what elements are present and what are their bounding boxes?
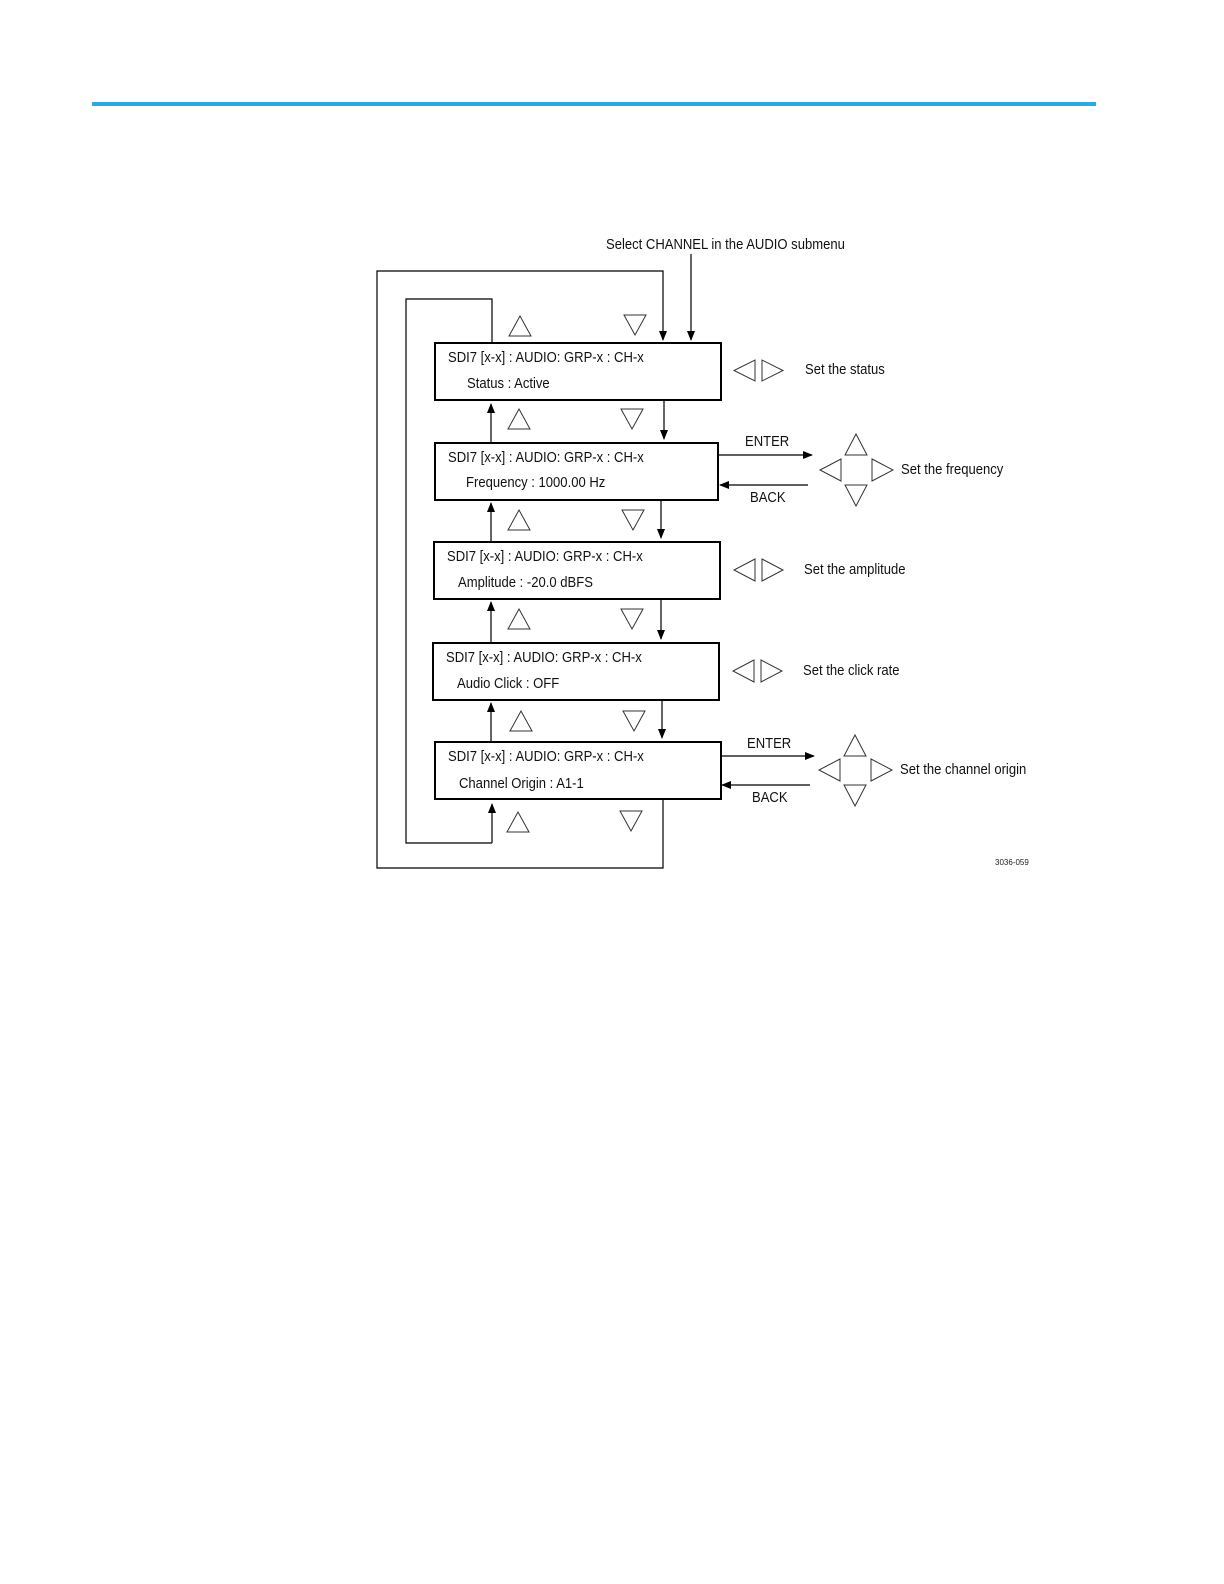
back-label: BACK <box>752 790 788 806</box>
entry-label: Select CHANNEL in the AUDIO submenu <box>606 237 845 253</box>
up-triangle-icon <box>508 314 532 337</box>
outer-loop <box>376 270 667 869</box>
action-label-status: Set the status <box>805 362 885 378</box>
left-triangle-icon <box>731 659 755 683</box>
left-triangle-icon <box>732 359 756 382</box>
down-triangle-icon <box>623 314 647 337</box>
enter-label: ENTER <box>747 736 792 752</box>
back-label: BACK <box>750 490 786 506</box>
down-triangle-icon <box>620 408 644 431</box>
left-triangle-icon <box>817 758 841 782</box>
up-triangle-icon <box>844 432 868 456</box>
up-triangle-icon <box>507 508 531 531</box>
down-triangle-icon <box>621 509 645 532</box>
up-triangle-icon <box>507 607 531 630</box>
right-triangle-icon <box>870 758 894 782</box>
down-triangle-icon <box>619 810 643 833</box>
down-triangle-icon <box>844 484 868 508</box>
right-triangle-icon <box>760 659 784 683</box>
up-triangle-icon <box>507 407 531 430</box>
left-triangle-icon <box>732 558 756 582</box>
action-label-channel-origin: Set the channel origin <box>900 762 1027 778</box>
left-triangle-icon <box>818 458 842 482</box>
action-label-click-rate: Set the click rate <box>803 663 900 679</box>
menu-title: SDI7 [x-x] : AUDIO: GRP-x : CH-x <box>448 350 644 366</box>
menu-box-audio-click: SDI7 [x-x] : AUDIO: GRP-x : CH-x Audio C… <box>432 642 720 701</box>
menu-setting: Frequency : 1000.00 Hz <box>466 475 606 491</box>
menu-title: SDI7 [x-x] : AUDIO: GRP-x : CH-x <box>448 749 644 765</box>
enter-label: ENTER <box>745 434 790 450</box>
menu-title: SDI7 [x-x] : AUDIO: GRP-x : CH-x <box>447 549 643 565</box>
action-label-frequency: Set the frequency <box>901 462 1004 478</box>
header-rule <box>92 102 1096 106</box>
menu-title: SDI7 [x-x] : AUDIO: GRP-x : CH-x <box>446 650 642 666</box>
up-triangle-icon <box>843 733 867 757</box>
down-triangle-icon <box>622 710 646 733</box>
menu-setting: Status : Active <box>467 376 550 392</box>
menu-box-amplitude: SDI7 [x-x] : AUDIO: GRP-x : CH-x Amplitu… <box>433 541 721 600</box>
up-triangle-icon <box>509 709 533 732</box>
menu-setting: Channel Origin : A1-1 <box>459 776 584 792</box>
right-triangle-icon <box>761 359 785 382</box>
menu-box-frequency: SDI7 [x-x] : AUDIO: GRP-x : CH-x Frequen… <box>434 442 719 501</box>
down-triangle-icon <box>620 608 644 631</box>
menu-box-channel-origin: SDI7 [x-x] : AUDIO: GRP-x : CH-x Channel… <box>434 741 722 800</box>
menu-setting: Amplitude : -20.0 dBFS <box>458 575 593 591</box>
figure-id: 3036-059 <box>995 858 1029 867</box>
right-triangle-icon <box>871 458 895 482</box>
down-triangle-icon <box>843 784 867 808</box>
menu-title: SDI7 [x-x] : AUDIO: GRP-x : CH-x <box>448 450 644 466</box>
menu-setting: Audio Click : OFF <box>457 676 560 692</box>
action-label-amplitude: Set the amplitude <box>804 562 906 578</box>
inner-loop <box>405 298 493 844</box>
menu-box-status: SDI7 [x-x] : AUDIO: GRP-x : CH-x Status … <box>434 342 722 401</box>
right-triangle-icon <box>761 558 785 582</box>
up-triangle-icon <box>506 810 530 833</box>
